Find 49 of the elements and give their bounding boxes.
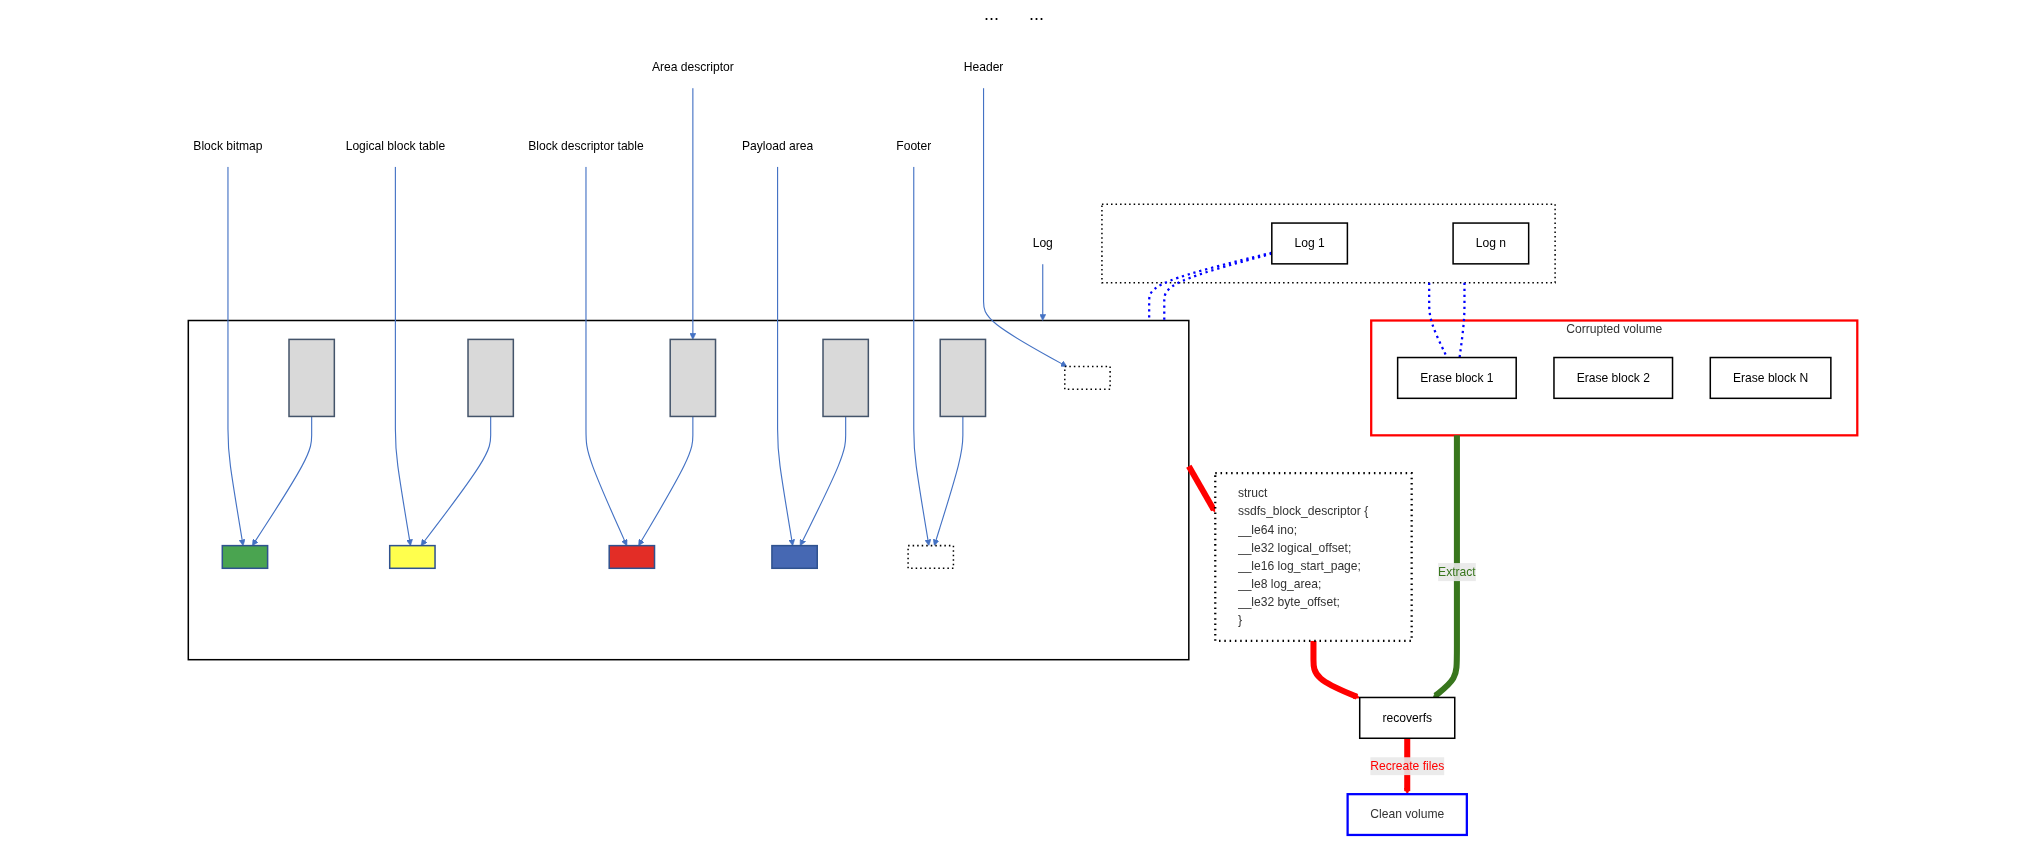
- node-box: Erase block 2: [1553, 356, 1674, 399]
- node-box: [1064, 365, 1111, 390]
- node-bar: [939, 338, 987, 417]
- node-box: [907, 544, 955, 569]
- arrow: [1039, 262, 1047, 321]
- arrow: [689, 86, 697, 340]
- node-text: Header: [963, 60, 1004, 73]
- arrow: [420, 415, 492, 546]
- node-box: recoverfs: [1358, 696, 1456, 739]
- edge-label: Recreate files: [1370, 758, 1445, 772]
- node-box: Log n: [1452, 221, 1530, 265]
- arrow: [585, 165, 628, 546]
- node-text: Block descriptor table: [528, 138, 644, 152]
- arrow: [799, 415, 847, 546]
- arrow: [227, 165, 246, 546]
- node-box: [221, 544, 269, 569]
- arrow: [252, 415, 313, 546]
- node-box: Log 1: [1271, 221, 1349, 265]
- edge-label: Extract: [1438, 564, 1476, 578]
- arrow: [394, 165, 413, 546]
- arrow: [932, 415, 964, 546]
- arrow: [777, 165, 795, 546]
- connector: [1428, 282, 1449, 358]
- node-box: Erase block 1: [1396, 356, 1517, 399]
- node-bar: [822, 338, 870, 417]
- node-box: [608, 544, 656, 569]
- cluster: [187, 319, 1190, 660]
- ellipsis-label: ...: [1029, 4, 1044, 25]
- node-text: Block bitmap: [193, 138, 263, 152]
- node-text: Footer: [896, 138, 932, 152]
- node-bar: [669, 338, 717, 417]
- node-bar: [467, 338, 515, 417]
- cluster: [1101, 202, 1556, 283]
- ellipsis-label: ...: [984, 4, 999, 25]
- node-box: Erase block N: [1709, 356, 1832, 399]
- node-text: Area descriptor: [651, 60, 734, 73]
- node-box: [388, 544, 436, 569]
- node-bar: [288, 338, 336, 417]
- arrow: [1310, 640, 1360, 700]
- arrow: [638, 415, 694, 546]
- node-text: Logical block table: [345, 138, 446, 152]
- arrow: [983, 86, 1068, 367]
- node-text: Payload area: [741, 138, 814, 152]
- node-box: Clean volume: [1346, 792, 1468, 836]
- arrow: [1432, 434, 1460, 698]
- node-box: [771, 544, 818, 569]
- connector: [1458, 282, 1466, 358]
- node-text: Log: [1032, 236, 1053, 249]
- arrow: [913, 165, 932, 546]
